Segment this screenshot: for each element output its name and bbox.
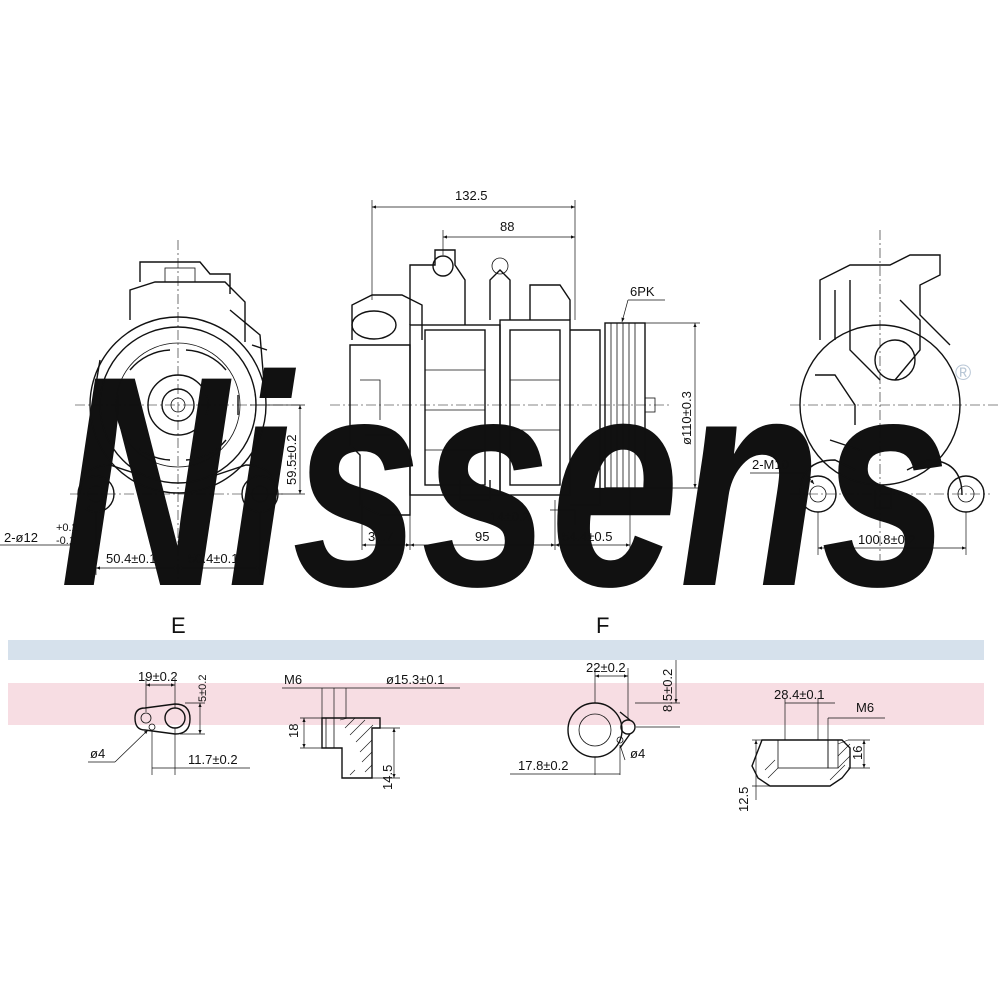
pink-band [8, 683, 984, 725]
registered-mark: ® [955, 360, 971, 385]
detail-e-spacing: 19±0.2 [138, 669, 178, 684]
detail-e-thread: M6 [284, 672, 302, 687]
blue-band [8, 640, 984, 660]
side-belt-label: 6PK [630, 284, 655, 299]
front-view: 59.5±0.2 50.4±0.1 50.4±0.1 2-ø12 +0.2 -0… [0, 240, 305, 580]
detail-f-spacing: 22±0.2 [586, 660, 626, 675]
detail-e-length: 14.5 [380, 765, 395, 790]
detail-f-plan: 22±0.2 8.5±0.2 ø4 17.8±0.2 [510, 660, 680, 775]
side-overall-length: 132.5 [455, 188, 488, 203]
detail-f-depth: 16 [850, 746, 865, 760]
front-bolt-tol-upper: +0.2 [56, 522, 78, 534]
side-dim-31-7: 31.7 [368, 529, 393, 544]
detail-f-section: 28.4±0.1 M6 16 12.5 [736, 687, 885, 812]
side-view: 132.5 88 6PK ø110±0.3 31.7 95 54.4±0.5 1… [330, 188, 700, 550]
detail-f-pin: ø4 [630, 746, 645, 761]
front-bolt-holes: 2-ø12 [4, 530, 38, 545]
detail-f-length: 12.5 [736, 787, 751, 812]
side-dim-14: 14±0.2 [490, 509, 530, 524]
section-label-e: E [171, 613, 186, 638]
front-bolt-tol-lower: -0.1 [56, 535, 75, 547]
detail-f-height: 8.5±0.2 [660, 669, 675, 712]
front-half-spacing-left: 50.4±0.1 [106, 551, 157, 566]
side-dim-95: 95 [475, 529, 489, 544]
detail-e-section: M6 ø15.3±0.1 18 14.5 [282, 672, 460, 790]
section-label-f: F [596, 613, 609, 638]
rear-view: 2-M10 100.8±0.2 [750, 230, 1000, 560]
detail-e-offset: 11.7±0.2 [188, 752, 238, 767]
detail-f-offset: 17.8±0.2 [518, 758, 569, 773]
detail-f-thread: M6 [856, 700, 874, 715]
detail-e-height: 5±0.2 [197, 675, 209, 702]
detail-e-plan: 19±0.2 5±0.2 ø4 11.7±0.2 [88, 669, 250, 775]
side-pulley-diameter: ø110±0.3 [679, 391, 694, 445]
side-dim-54-4: 54.4±0.5 [562, 529, 613, 544]
rear-hole-spacing: 100.8±0.2 [858, 532, 916, 547]
detail-f-spacing2: 28.4±0.1 [774, 687, 825, 702]
rear-thread-label: 2-M10 [752, 457, 789, 472]
side-length-88: 88 [500, 219, 514, 234]
front-height-dim: 59.5±0.2 [284, 434, 299, 485]
front-half-spacing-right: 50.4±0.1 [188, 551, 239, 566]
detail-e-pin: ø4 [90, 746, 105, 761]
detail-e-depth: 18 [286, 724, 301, 738]
detail-e-bore: ø15.3±0.1 [386, 672, 444, 687]
